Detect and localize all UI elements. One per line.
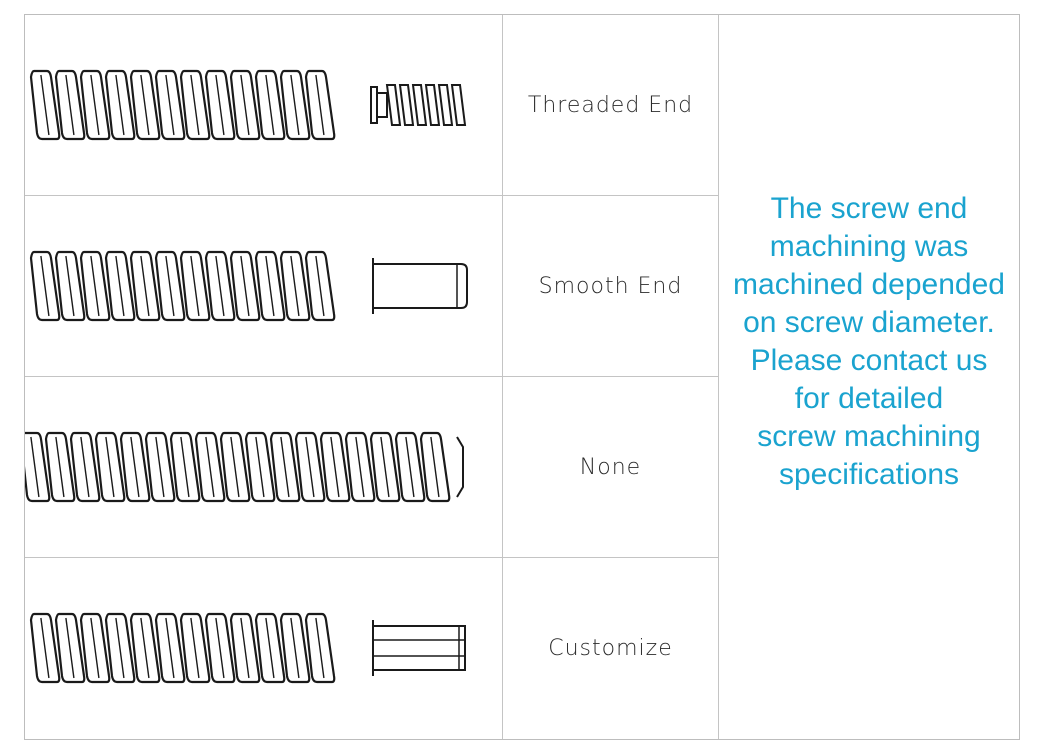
custom-end-screw-icon [29,612,466,684]
note-line: for detailed [794,382,944,415]
note-line: machined depended [733,268,1005,301]
smooth-end-screw-icon [29,250,468,322]
machining-note-cell: The screw end machining was machined dep… [719,15,1019,739]
table-row-none: None [25,377,719,558]
note-line: The screw end [770,192,968,225]
note-line: screw machining [757,420,981,453]
threaded-end-screw-icon [29,69,467,141]
none-image-cell [25,377,503,557]
smooth-end-label: Smooth End [503,196,719,376]
screw-end-options-table: Threaded End Smooth End None Customize [24,14,1020,740]
smooth-end-image-cell [25,196,503,376]
plain-screw-icon [25,431,464,503]
customize-image-cell [25,558,503,739]
none-label: None [503,377,719,557]
table-row-customize: Customize [25,558,719,739]
note-line: machining was [769,230,969,263]
threaded-end-image-cell [25,15,503,195]
table-row-threaded-end: Threaded End [25,15,719,196]
table-row-smooth-end: Smooth End [25,196,719,377]
note-line: Please contact us [750,344,988,377]
note-line: on screw diameter. [743,306,995,339]
threaded-end-label: Threaded End [503,15,719,195]
customize-label: Customize [503,558,719,739]
note-line: specifications [778,458,960,491]
machining-note: The screw end machining was machined dep… [733,190,1005,494]
